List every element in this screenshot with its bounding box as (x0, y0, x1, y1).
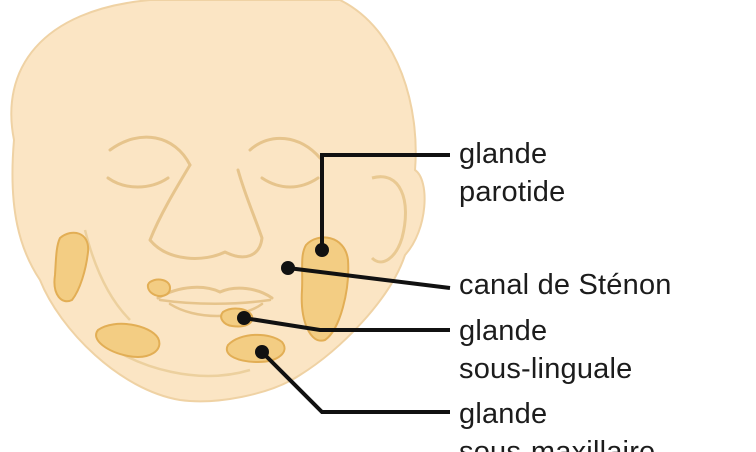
left-sublingual-gland (148, 280, 170, 296)
right-submandibular-gland (227, 335, 285, 362)
leader-dot-parotide (315, 243, 329, 257)
label-sous-maxillaire-line2: sous-maxillaire (459, 433, 655, 452)
label-glande-sous-linguale: glande sous-linguale (459, 312, 633, 388)
label-glande-parotide: glande parotide (459, 135, 565, 211)
label-canal-stenon: canal de Sténon (459, 266, 672, 304)
label-sous-linguale-line2: sous-linguale (459, 350, 633, 388)
label-parotide-line2: parotide (459, 173, 565, 211)
head-silhouette (11, 0, 424, 401)
label-sous-linguale-line1: glande (459, 312, 633, 350)
label-sous-maxillaire-line1: glande (459, 395, 655, 433)
leader-dot-sublingual (237, 311, 251, 325)
label-stenon-line1: canal de Sténon (459, 266, 672, 304)
label-glande-sous-maxillaire: glande sous-maxillaire (459, 395, 655, 452)
leader-dot-stenon (281, 261, 295, 275)
label-parotide-line1: glande (459, 135, 565, 173)
leader-dot-submax (255, 345, 269, 359)
